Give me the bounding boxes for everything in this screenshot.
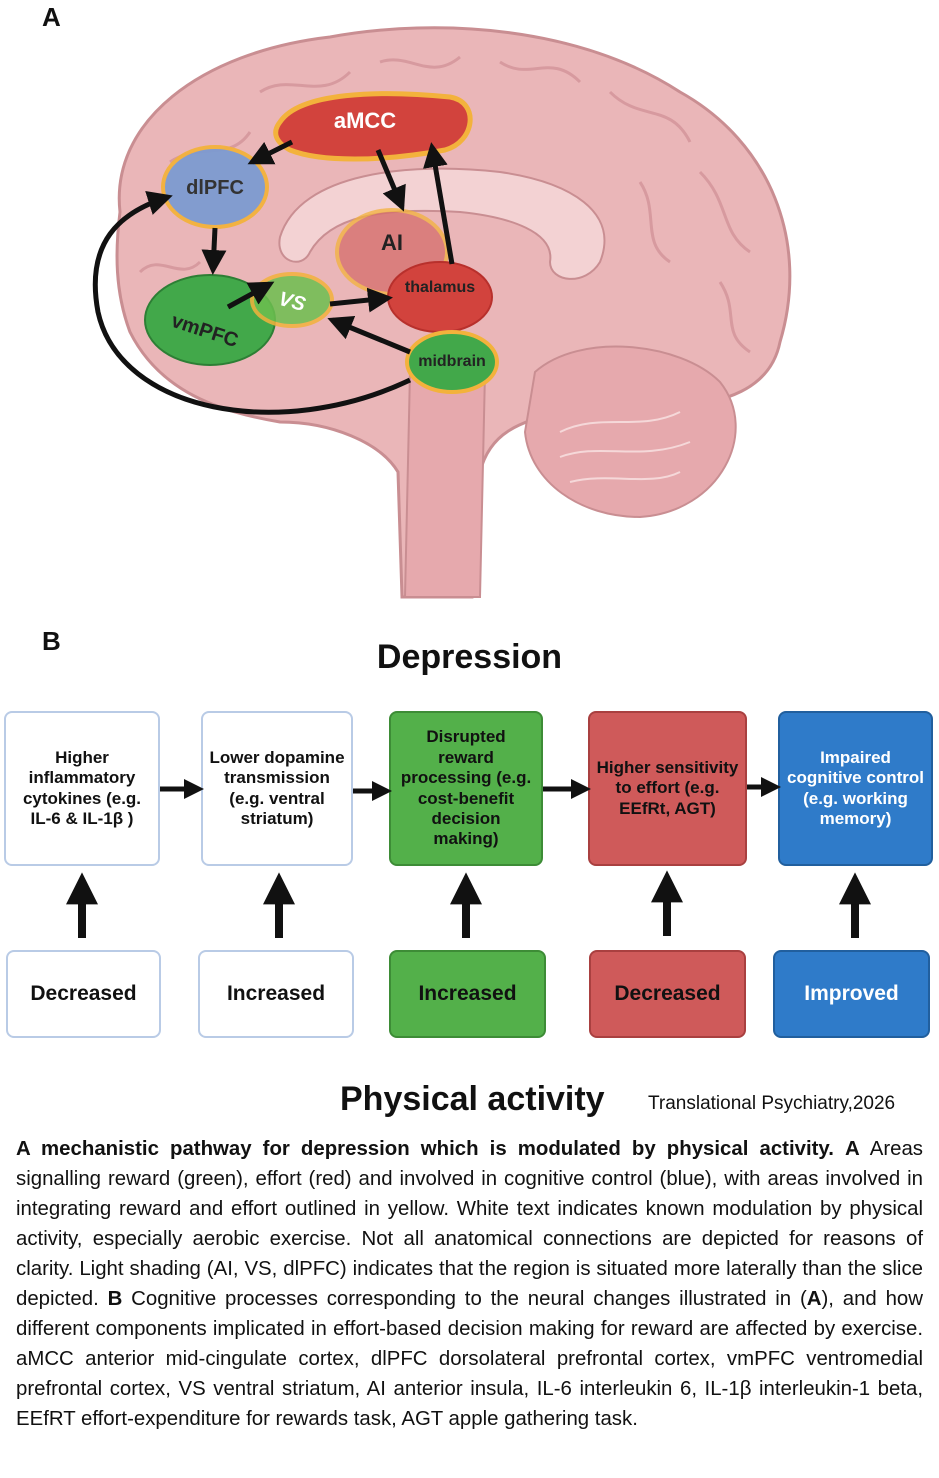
step-reward: Disrupted reward processing (e.g. cost-b…: [389, 711, 543, 866]
caption-title: A mechanistic pathway for depression whi…: [16, 1138, 834, 1160]
region-thalamus: thalamus: [387, 261, 493, 333]
effect-cytokines: Decreased: [6, 950, 161, 1038]
region-midbrain: midbrain: [405, 330, 499, 394]
step-cognitive-control: Impaired cognitive control (e.g. working…: [778, 711, 933, 866]
label-amcc: aMCC: [334, 108, 396, 133]
caption-b-text-2: ), and how different components implicat…: [16, 1288, 923, 1430]
label-thalamus: thalamus: [405, 279, 475, 296]
step-effort: Higher sensitivity to effort (e.g. EEfRt…: [588, 711, 747, 866]
arrow-midbrain-vs: [327, 316, 411, 355]
label-midbrain: midbrain: [418, 353, 486, 370]
caption-b-ref: A: [806, 1288, 822, 1310]
effect-reward: Increased: [389, 950, 546, 1038]
panel-b-label: B: [42, 626, 61, 656]
connection-arrows: [92, 139, 455, 415]
region-vs: VS: [250, 272, 334, 328]
physical-activity-title: Physical activity: [340, 1080, 605, 1118]
pathway-arrows: [66, 777, 871, 938]
region-amcc: aMCC: [273, 91, 473, 162]
figure-caption: A mechanistic pathway for depression whi…: [16, 1134, 923, 1434]
arrow-dlpfc-vmpfc: [201, 227, 227, 275]
effect-dopamine: Increased: [198, 950, 354, 1038]
arrow-vs-thalamus: [329, 287, 393, 313]
arrow-vmpfc-vs: [226, 281, 275, 310]
effect-effort: Decreased: [589, 950, 746, 1038]
arrow-amcc-ai: [375, 149, 406, 212]
caption-b-label: B: [107, 1288, 123, 1310]
step-cytokines: Higher inflammatory cytokines (e.g. IL-6…: [4, 711, 160, 866]
panel-a-label: A: [42, 2, 61, 32]
arrow-amcc-dlpfc: [247, 139, 294, 165]
step-dopamine: Lower dopamine transmission (e.g. ventra…: [201, 711, 353, 866]
brain-illustration: aMCC dlPFC AI thalamus vmPFC VS midbrain: [92, 26, 792, 599]
caption-a-label: A: [845, 1138, 860, 1160]
cerebellum: [523, 345, 737, 519]
journal-credit: Translational Psychiatry,2026: [648, 1093, 896, 1114]
label-dlpfc: dlPFC: [186, 177, 244, 199]
caption-a-text: Areas signalling reward (green), effort …: [16, 1138, 923, 1310]
depression-title: Depression: [376, 638, 563, 676]
caption-b-text-1: Cognitive processes corresponding to the…: [131, 1288, 807, 1310]
arrow-midbrain-dlpfc: [92, 191, 412, 415]
label-ai: AI: [381, 230, 403, 255]
region-dlpfc: dlPFC: [161, 145, 269, 229]
arrow-thalamus-amcc: [423, 142, 455, 265]
effect-cognitive-control: Improved: [773, 950, 930, 1038]
